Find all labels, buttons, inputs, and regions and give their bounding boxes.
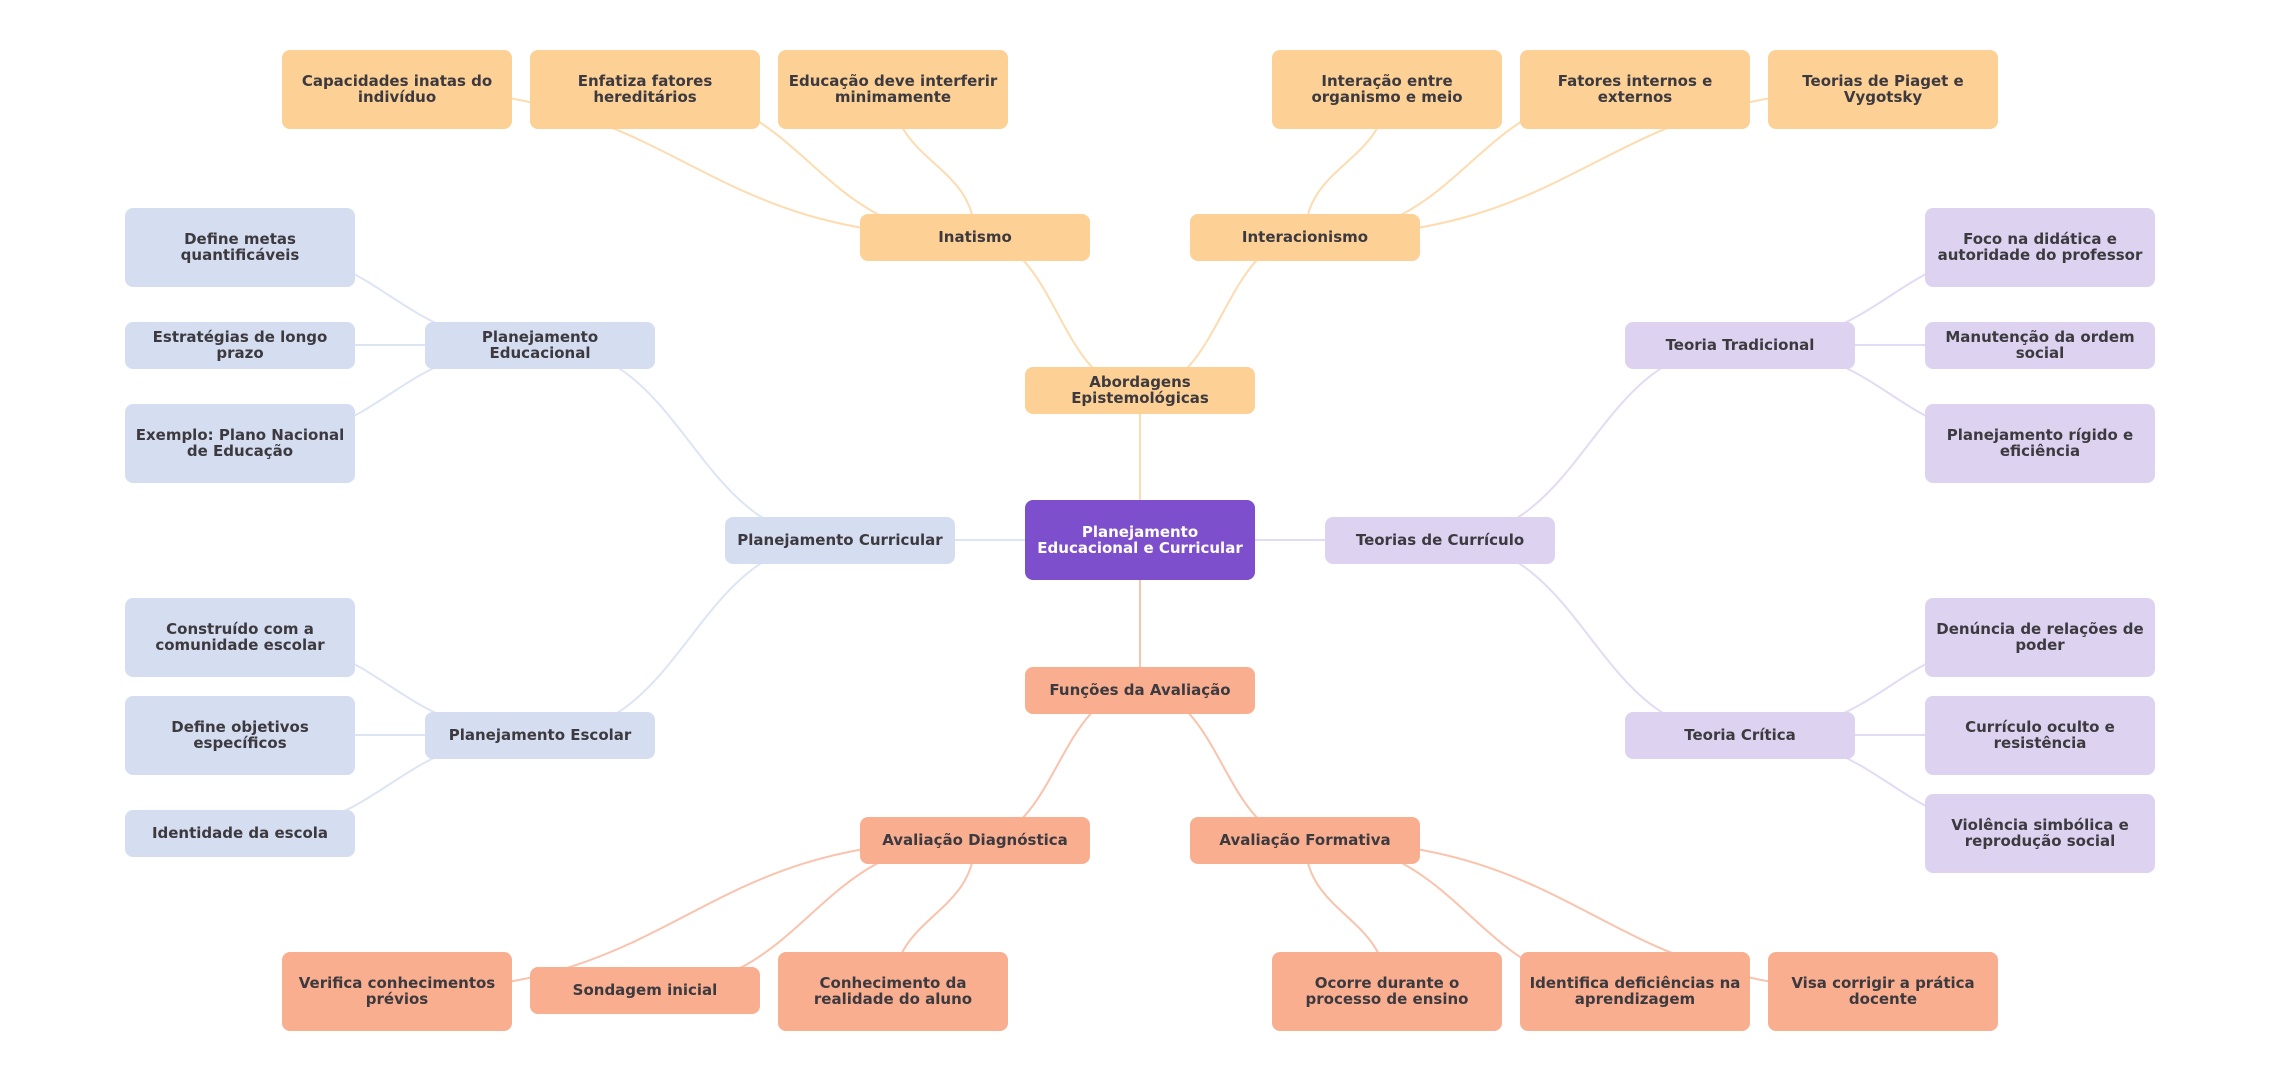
node-label: Capacidades inatas do indivíduo — [301, 72, 493, 106]
node-pe3[interactable]: Exemplo: Plano Nacional de Educação — [125, 403, 355, 483]
node-label: Ocorre durante o processo de ensino — [1305, 974, 1469, 1008]
node-label: Abordagens Epistemológicas — [1071, 373, 1209, 407]
node-af1[interactable]: Ocorre durante o processo de ensino — [1272, 951, 1502, 1031]
node-inatismo[interactable]: Inatismo — [860, 213, 1090, 261]
node-label: Construído com a comunidade escolar — [155, 620, 325, 654]
node-int1[interactable]: Interação entre organismo e meio — [1272, 49, 1502, 129]
node-ps1[interactable]: Construído com a comunidade escolar — [125, 597, 355, 677]
node-label: Conhecimento da realidade do aluno — [813, 974, 973, 1008]
node-abordagens[interactable]: Abordagens Epistemológicas — [1025, 366, 1255, 414]
node-ad3[interactable]: Conhecimento da realidade do aluno — [778, 951, 1008, 1031]
node-label: Planejamento Educacional — [481, 328, 599, 362]
node-label: Currículo oculto e resistência — [1965, 718, 2115, 752]
node-ad2[interactable]: Sondagem inicial — [530, 966, 760, 1014]
root-node[interactable]: Planejamento Educacional e Curricular — [1025, 500, 1255, 580]
node-label: Planejamento Escolar — [448, 726, 632, 744]
node-label: Avaliação Diagnóstica — [882, 831, 1068, 849]
node-label: Exemplo: Plano Nacional de Educação — [135, 426, 345, 460]
node-label: Sondagem inicial — [572, 981, 718, 999]
node-label: Planejamento rígido e eficiência — [1946, 426, 2134, 460]
node-planedu[interactable]: Planejamento Educacional — [425, 321, 655, 369]
node-teorias[interactable]: Teorias de Currículo — [1325, 516, 1555, 564]
node-label: Teorias de Piaget e Vygotsky — [1802, 72, 1964, 106]
node-plancurr[interactable]: Planejamento Curricular — [725, 516, 955, 564]
node-ps3[interactable]: Identidade da escola — [125, 809, 355, 857]
node-label: Teorias de Currículo — [1355, 531, 1525, 549]
node-critica[interactable]: Teoria Crítica — [1625, 711, 1855, 759]
node-af2[interactable]: Identifica deficiências na aprendizagem — [1520, 951, 1750, 1031]
node-label: Planejamento Curricular — [737, 531, 943, 549]
node-tradicional[interactable]: Teoria Tradicional — [1625, 321, 1855, 369]
node-inat1[interactable]: Capacidades inatas do indivíduo — [282, 49, 512, 129]
node-label: Define objetivos específicos — [171, 718, 309, 752]
node-label: Estratégias de longo prazo — [152, 328, 328, 362]
node-label: Interacionismo — [1241, 228, 1369, 246]
node-label: Define metas quantificáveis — [180, 230, 300, 264]
node-label: Funções da Avaliação — [1049, 681, 1231, 699]
node-planesc[interactable]: Planejamento Escolar — [425, 711, 655, 759]
node-label: Identifica deficiências na aprendizagem — [1529, 974, 1741, 1008]
node-label: Planejamento Educacional e Curricular — [1037, 523, 1243, 557]
node-tc2[interactable]: Currículo oculto e resistência — [1925, 695, 2155, 775]
node-pe1[interactable]: Define metas quantificáveis — [125, 207, 355, 287]
node-int2[interactable]: Fatores internos e externos — [1520, 49, 1750, 129]
node-label: Enfatiza fatores hereditários — [577, 72, 713, 106]
node-label: Fatores internos e externos — [1557, 72, 1713, 106]
node-label: Violência simbólica e reprodução social — [1951, 816, 2129, 850]
node-label: Teoria Tradicional — [1665, 336, 1815, 354]
node-tt1[interactable]: Foco na didática e autoridade do profess… — [1925, 207, 2155, 287]
node-label: Educação deve interferir minimamente — [788, 72, 998, 106]
node-label: Visa corrigir a prática docente — [1791, 974, 1975, 1008]
node-ps2[interactable]: Define objetivos específicos — [125, 695, 355, 775]
node-label: Foco na didática e autoridade do profess… — [1937, 230, 2143, 264]
node-label: Teoria Crítica — [1684, 726, 1796, 744]
node-ad1[interactable]: Verifica conhecimentos prévios — [282, 951, 512, 1031]
node-formativa[interactable]: Avaliação Formativa — [1190, 816, 1420, 864]
node-label: Verifica conhecimentos prévios — [298, 974, 496, 1008]
node-inat2[interactable]: Enfatiza fatores hereditários — [530, 49, 760, 129]
node-label: Inatismo — [938, 228, 1012, 246]
node-tc1[interactable]: Denúncia de relações de poder — [1925, 597, 2155, 677]
node-label: Interação entre organismo e meio — [1311, 72, 1463, 106]
node-tc3[interactable]: Violência simbólica e reprodução social — [1925, 793, 2155, 873]
node-label: Manutenção da ordem social — [1945, 328, 2135, 362]
node-int3[interactable]: Teorias de Piaget e Vygotsky — [1768, 49, 1998, 129]
node-label: Avaliação Formativa — [1219, 831, 1391, 849]
node-inat3[interactable]: Educação deve interferir minimamente — [778, 49, 1008, 129]
node-pe2[interactable]: Estratégias de longo prazo — [125, 321, 355, 369]
node-label: Identidade da escola — [151, 824, 329, 842]
node-diagnostica[interactable]: Avaliação Diagnóstica — [860, 816, 1090, 864]
node-tt2[interactable]: Manutenção da ordem social — [1925, 321, 2155, 369]
node-label: Denúncia de relações de poder — [1936, 620, 2144, 654]
node-tt3[interactable]: Planejamento rígido e eficiência — [1925, 403, 2155, 483]
node-interacionismo[interactable]: Interacionismo — [1190, 213, 1420, 261]
node-funcoes[interactable]: Funções da Avaliação — [1025, 666, 1255, 714]
node-af3[interactable]: Visa corrigir a prática docente — [1768, 951, 1998, 1031]
